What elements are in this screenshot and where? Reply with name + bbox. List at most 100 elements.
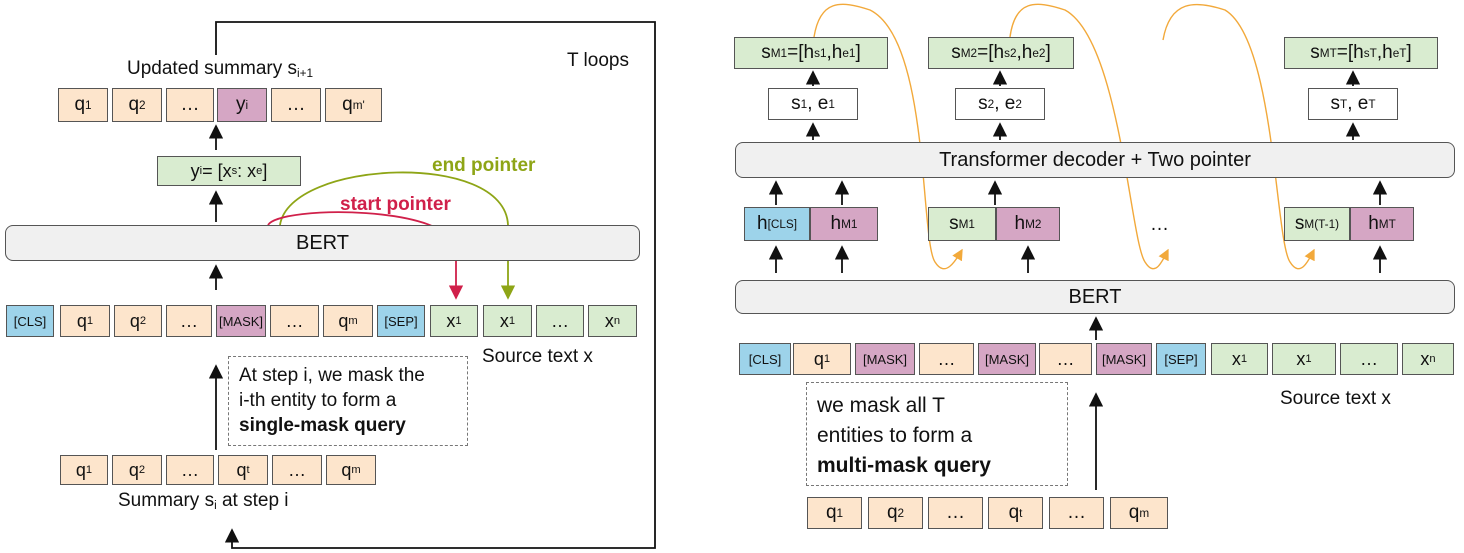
left-summary-token-text: q [128,459,139,480]
right-summary-token: … [928,497,983,529]
pointer-s: s [791,93,801,114]
pointer-e: , e [1347,93,1369,114]
right-input-token: … [1340,343,1398,375]
right-summary-token-sub: m [1139,506,1150,520]
right-input-token: [CLS] [739,343,791,375]
connector-arrow [1009,3,1169,270]
updated-summary-sub: i+1 [297,66,314,80]
left-summary-token-text: … [181,459,199,480]
left-note-line3: single-mask query [239,415,406,436]
right-input-token-sub: 1 [1240,353,1248,365]
left-input-token: [MASK] [216,305,266,337]
h-cls-box-sub: [CLS] [767,217,797,231]
right-input-token: [MASK] [978,343,1036,375]
updated-token-text: … [286,94,306,115]
output-s-letter: s [951,42,961,63]
updated-token-text: … [180,94,200,115]
right-note-line1: we mask all T [817,394,945,417]
loop-label-text: T loops [567,50,629,71]
end-pointer-label: end pointer [432,155,535,177]
left-input-token-text: … [180,310,198,331]
left-input-token-sub: 1 [508,315,516,327]
right-summary-token-text: q [825,502,837,523]
span-c: : x [237,160,257,181]
h-mt-box-sub: MT [1378,217,1396,231]
connector-arrow [813,3,963,270]
connector-arrow [215,21,656,549]
start-pointer-label: start pointer [340,194,451,216]
right-input-token-text: [MASK] [984,351,1030,367]
right-summary-token: … [1049,497,1104,529]
output-eq: =[h [787,42,815,63]
s-m1-box-letter: s [949,213,959,234]
output-comma: ,h [1016,42,1033,63]
pointer-s-sub: 1 [800,97,808,111]
right-summary-token-text: … [946,502,965,523]
left-input-token-sub: 1 [455,315,462,327]
pointer-e-sub: 2 [1015,97,1022,111]
output-h1-sub: s1 [814,46,827,60]
left-summary-token-sub: 1 [85,464,93,476]
updated-token-sub: i [245,98,249,112]
left-summary-token: … [272,455,322,485]
right-summary-token-text: q [1008,502,1020,523]
pointer-e: , e [807,93,829,114]
right-summary-token-sub: t [1019,506,1023,520]
right-input-token-sub: 1 [1305,353,1312,365]
updated-summary-text: Updated summary s [127,58,298,79]
s-m1-box-sub: M1 [958,217,975,231]
updated-summary-label: Updated summary si+1 [127,58,313,80]
output-comma: ,h [826,42,843,63]
left-summary-label: Summary si at step i [118,490,289,512]
updated-token: … [166,88,214,122]
left-input-token-text: [SEP] [384,313,418,329]
h-cls-box: h[CLS] [744,207,810,241]
updated-token-text: y [235,94,246,115]
decoder-ellipsis: … [1150,214,1169,236]
right-source-label: Source text x [1280,388,1391,410]
s-mt1-box-letter: s [1294,213,1305,234]
updated-token-sub: 2 [139,98,146,112]
left-input-token-text: q [338,310,349,331]
right-input-token-text: x [1231,348,1241,369]
right-note-line2: entities to form a [817,424,973,447]
pointer-e-sub: T [1368,97,1376,111]
transformer-decoder: Transformer decoder + Two pointer [735,142,1455,178]
h-cls-box-letter: h [756,213,768,234]
output-h1-sub: sT [1363,46,1377,60]
output-close: ] [1406,42,1412,63]
right-input-token: … [919,343,974,375]
right-input-token: [SEP] [1156,343,1206,375]
left-summary-token-sub: 2 [138,464,146,476]
left-input-token-sub: n [613,315,621,327]
span-a: y [190,160,200,181]
right-input-token-text: [MASK] [1101,351,1147,367]
left-input-token-sub: 1 [86,315,94,327]
left-input-token-text: q [76,310,87,331]
updated-token-text: q [342,94,353,115]
left-input-token-sub: 2 [139,315,147,327]
output-h1-sub: s2 [1004,46,1017,60]
updated-token-sub: 1 [85,98,92,112]
output-close: ] [1045,42,1051,63]
left-source-label: Source text x [482,346,593,368]
right-input-token-text: … [937,348,956,369]
